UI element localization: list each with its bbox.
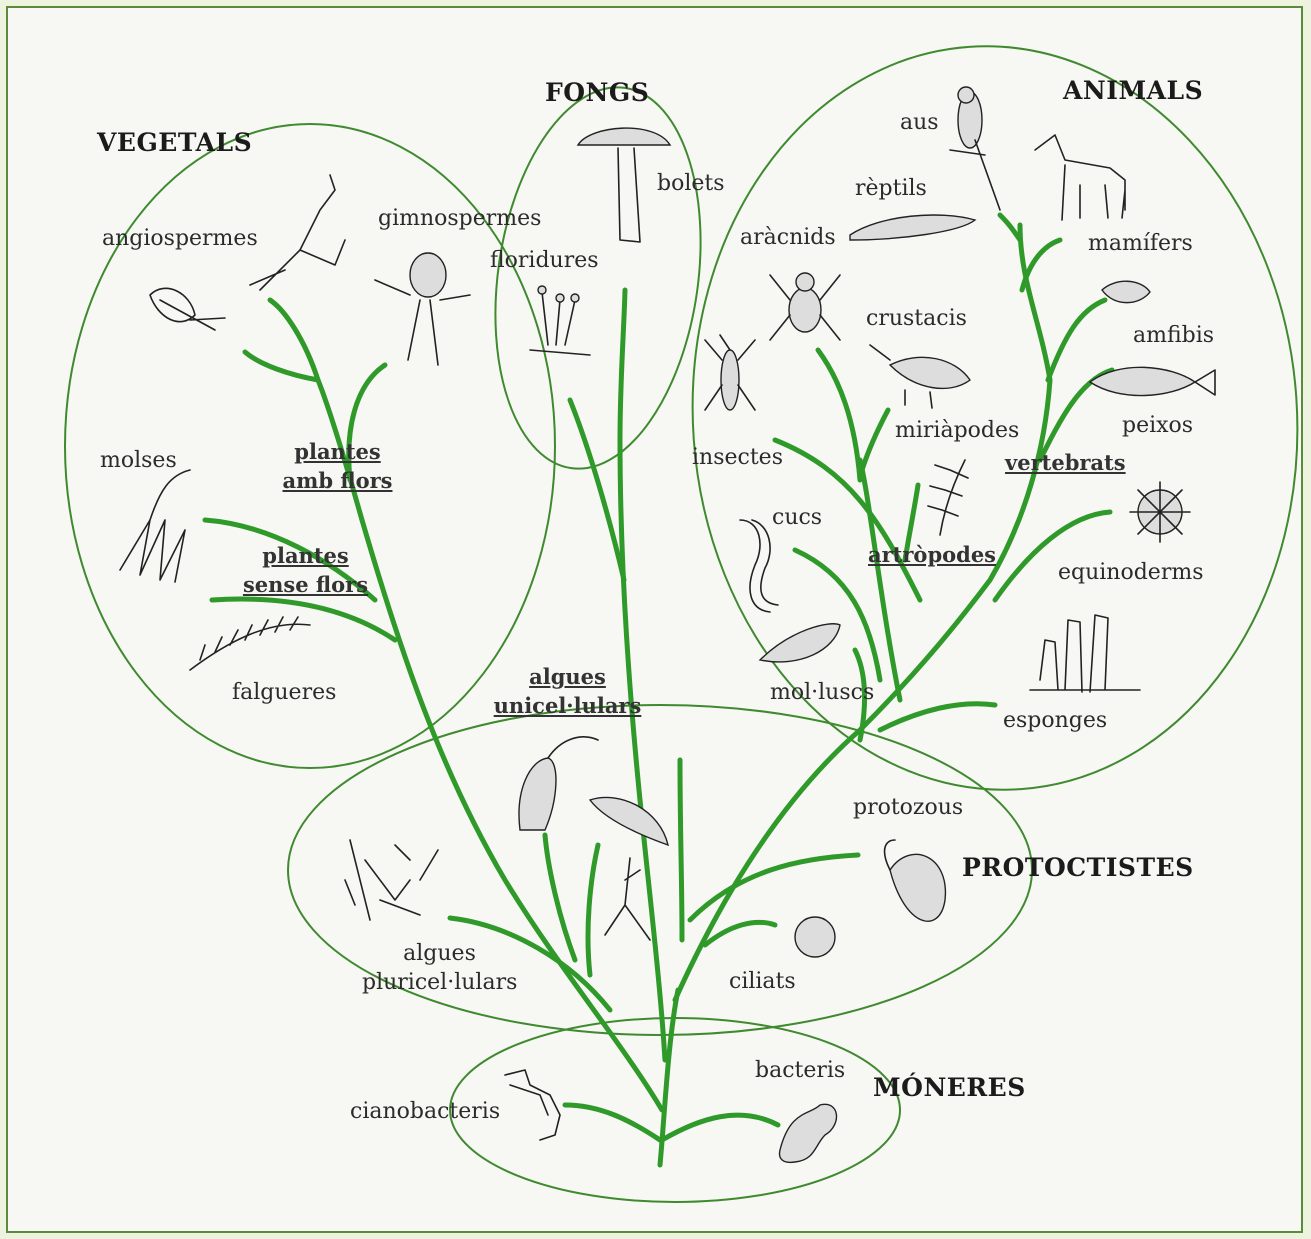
kingdom-animals: ANIMALS <box>1063 78 1203 103</box>
lizard-icon <box>850 215 975 240</box>
branch-cucs <box>795 550 880 680</box>
ciliate-icon <box>795 917 835 957</box>
frog-icon <box>1102 281 1150 302</box>
label-esponges: esponges <box>1003 710 1107 732</box>
euglena-icon <box>519 737 598 830</box>
label-algues-pluri-line1: algues <box>362 940 517 969</box>
group-artropodes: artròpodes <box>868 540 996 569</box>
label-floridures: floridures <box>490 250 599 272</box>
label-falgueres: falgueres <box>232 682 336 704</box>
branch-equinoderms <box>995 512 1110 600</box>
shrimp-icon <box>870 345 970 408</box>
insect-icon <box>705 335 755 410</box>
mussel-icon <box>760 624 840 662</box>
label-aus: aus <box>900 112 939 134</box>
kingdom-protoctistes: PROTOCTISTES <box>962 855 1194 880</box>
label-aracnids: aràcnids <box>740 227 836 249</box>
label-algues-pluri-line2: pluricel·lulars <box>362 969 517 998</box>
cyanobacteria-icon <box>505 1070 560 1140</box>
branch-root-right <box>662 1115 778 1140</box>
worm-icon <box>740 520 778 612</box>
kingdom-vegetals: VEGETALS <box>97 130 252 155</box>
branch-protozous <box>690 855 858 920</box>
sea-urchin-icon <box>1130 482 1190 542</box>
seaweed-icon <box>345 840 438 920</box>
group-plantes-amb-flors-line1: plantes <box>280 437 395 466</box>
branch-aracnids <box>818 350 860 480</box>
branch-falgueres <box>212 599 395 640</box>
branch-reptils <box>1000 215 1020 240</box>
label-bolets: bolets <box>657 173 725 195</box>
group-algues-unicellulars-line2: unicel·lulars <box>490 691 645 720</box>
kingdom-fongs: FONGS <box>545 80 649 105</box>
branch-amfibis <box>1048 300 1105 380</box>
group-vertebrats: vertebrats <box>1005 448 1126 477</box>
conifer-icon <box>375 253 470 365</box>
label-gimnospermes: gimnospermes <box>378 208 541 230</box>
group-plantes-sense-flors: plantes sense flors <box>238 541 373 600</box>
branch-crustacis <box>862 410 888 470</box>
branch-algues-b <box>588 845 598 975</box>
branch-fongs-left <box>570 400 624 580</box>
grass-icon <box>250 175 345 290</box>
leaf-icon <box>150 288 225 330</box>
label-molluscs: mol·luscs <box>770 682 874 704</box>
branch-ciliats <box>705 922 775 945</box>
group-plantes-amb-flors: plantes amb flors <box>280 437 395 496</box>
horse-icon <box>1035 135 1125 220</box>
branch-artropodes-trunk <box>860 460 900 700</box>
group-plantes-amb-flors-line2: amb flors <box>280 466 395 495</box>
label-bacteris: bacteris <box>755 1060 845 1082</box>
branch-algues-a <box>545 835 575 960</box>
label-reptils: rèptils <box>855 178 927 200</box>
label-algues-pluricellulars: algues pluricel·lulars <box>362 940 517 997</box>
label-ciliats: ciliats <box>729 971 796 993</box>
label-peixos: peixos <box>1122 415 1193 437</box>
bird-icon <box>950 87 1000 210</box>
label-cianobacteris: cianobacteris <box>350 1101 500 1123</box>
group-algues-unicellulars: algues unicel·lulars <box>490 662 645 721</box>
sponge-icon <box>1030 615 1140 692</box>
label-cucs: cucs <box>772 507 822 529</box>
label-insectes: insectes <box>692 447 783 469</box>
bacteria-icon <box>780 1104 837 1162</box>
label-mamifers: mamífers <box>1088 233 1193 255</box>
group-plantes-sense-flors-line2: sense flors <box>238 570 373 599</box>
branch-protozous-b <box>680 760 682 940</box>
label-protozous: protozous <box>853 797 963 819</box>
label-angiospermes: angiospermes <box>102 228 258 250</box>
fish-icon <box>1090 367 1215 395</box>
moss-icon <box>120 470 190 582</box>
mold-icon <box>530 286 590 355</box>
centipede-icon <box>928 460 968 535</box>
branch-esponges <box>880 704 995 730</box>
label-crustacis: crustacis <box>866 308 967 330</box>
fern-icon <box>190 617 310 670</box>
label-molses: molses <box>100 450 177 472</box>
protozoa-icon <box>885 840 946 921</box>
label-equinoderms: equinoderms <box>1058 562 1204 584</box>
branch-root-left <box>565 1105 660 1140</box>
kingdom-moneres: MÓNERES <box>873 1075 1026 1100</box>
label-amfibis: amfibis <box>1133 325 1214 347</box>
diatom-icon <box>590 797 668 845</box>
label-miriapodes: miriàpodes <box>895 420 1019 442</box>
dinoflagellate-icon <box>605 858 650 940</box>
group-algues-unicellulars-line1: algues <box>490 662 645 691</box>
group-plantes-sense-flors-line1: plantes <box>238 541 373 570</box>
spider-icon <box>770 273 840 340</box>
